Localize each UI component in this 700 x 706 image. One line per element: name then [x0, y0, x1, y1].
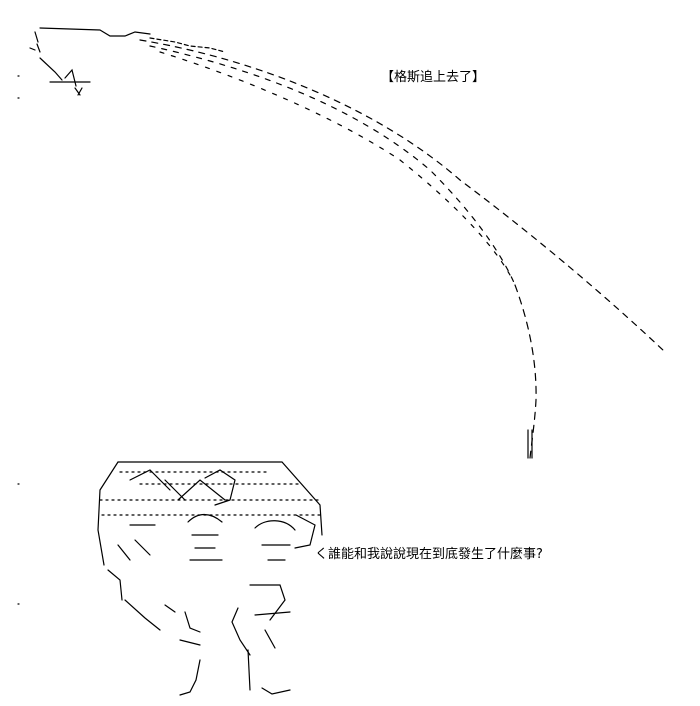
falling-streak	[514, 284, 537, 459]
character-head	[97, 461, 323, 566]
caption-top: 【格斯追上去了】	[381, 70, 486, 85]
margin-dots	[17, 75, 20, 605]
character-hair-bandage	[129, 469, 236, 506]
character-body	[107, 514, 316, 696]
top-left-flourish	[29, 27, 226, 96]
swoosh-middle	[149, 45, 516, 286]
swoosh-inner	[159, 51, 511, 276]
caption-bottom: く誰能和我說說現在到底發生了什麼事?	[315, 547, 543, 562]
swoosh-outer	[139, 39, 666, 353]
character-eyes	[117, 513, 296, 561]
